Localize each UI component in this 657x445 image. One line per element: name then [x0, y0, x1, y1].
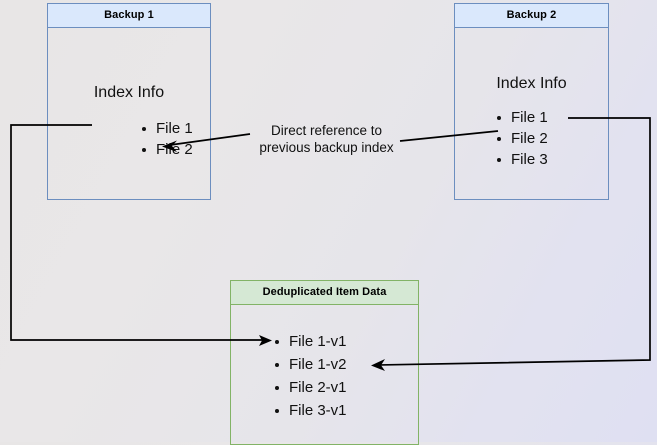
list-item: File 3 — [495, 149, 548, 170]
list-item: File 2 — [495, 128, 548, 149]
node-backup-1-body: Index Info File 1 File 2 — [48, 28, 210, 199]
dedup-item-list: File 1-v1 File 1-v2 File 2-v1 File 3-v1 — [273, 330, 347, 422]
node-backup-1-header: Backup 1 — [48, 4, 210, 28]
node-dedup-header: Deduplicated Item Data — [231, 281, 418, 305]
edge-label-direct-reference: Direct reference to previous backup inde… — [249, 122, 404, 156]
node-backup-2-title: Index Info — [496, 75, 567, 92]
node-backup-2-header: Backup 2 — [455, 4, 608, 28]
backup-2-file-list: File 1 File 2 File 3 — [495, 107, 548, 170]
edge-label-line-1: Direct reference to — [270, 123, 383, 138]
node-deduplicated-item-data: Deduplicated Item Data File 1-v1 File 1-… — [230, 280, 419, 445]
list-item: File 2 — [140, 139, 193, 160]
list-item: File 3-v1 — [273, 399, 347, 422]
edge-label-line-2: previous backup index — [259, 140, 394, 155]
node-dedup-body: File 1-v1 File 1-v2 File 2-v1 File 3-v1 — [231, 305, 418, 444]
node-backup-2-body: Index Info File 1 File 2 File 3 — [455, 28, 608, 199]
list-item: File 1-v2 — [273, 353, 347, 376]
node-backup-2: Backup 2 Index Info File 1 File 2 File 3 — [454, 3, 609, 200]
node-backup-1-title: Index Info — [93, 84, 165, 101]
list-item: File 2-v1 — [273, 376, 347, 399]
list-item: File 1-v1 — [273, 330, 347, 353]
list-item: File 1 — [495, 107, 548, 128]
backup-1-file-list: File 1 File 2 — [140, 118, 193, 160]
node-backup-1: Backup 1 Index Info File 1 File 2 — [47, 3, 211, 200]
list-item: File 1 — [140, 118, 193, 139]
